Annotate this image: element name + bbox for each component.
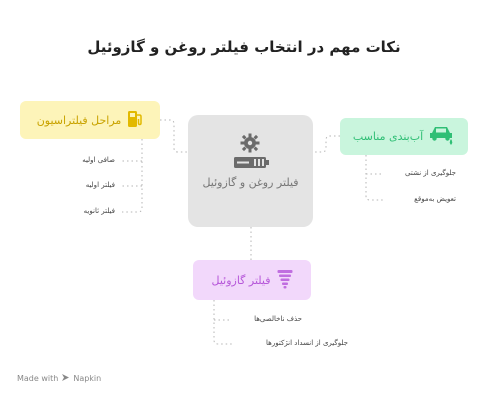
list-item: جلوگیری از نشتی (405, 169, 456, 177)
footer-credit: Made with Napkin (17, 373, 101, 384)
connector-moisture-items (365, 155, 384, 201)
funnel-filter-icon (277, 269, 293, 292)
list-item: حذف ناخالصی‌ها (254, 315, 302, 323)
list-item: جلوگیری از انسداد انژکتورها (266, 339, 348, 347)
node-filtration-label: مراحل فیلتراسیون (36, 113, 122, 127)
node-gasoil-label: فیلتر گازوئیل (211, 273, 271, 287)
footer-made-with: Made with (17, 374, 59, 383)
node-filtration: مراحل فیلتراسیون (20, 101, 160, 139)
list-item: فیلتر اولیه (85, 181, 115, 189)
footer-brand: Napkin (73, 374, 102, 383)
list-item: صافی اولیه (82, 156, 115, 164)
list-item: تعویض به‌موقع (414, 195, 456, 203)
center-topic-box: فیلتر روغن و گازوئیل (188, 115, 313, 227)
list-item: فیلتر ثانویه (83, 207, 115, 215)
diagram-title: نکات مهم در انتخاب فیلتر روغن و گازوئیل (87, 38, 401, 56)
node-gasoil: فیلتر گازوئیل (193, 260, 311, 300)
connector-filtration-items (122, 139, 143, 213)
node-moisture-label: آب‌بندی مناسب (352, 130, 424, 143)
fuel-pump-icon (127, 110, 143, 131)
connector-moisture (313, 135, 340, 153)
car-leak-icon (429, 124, 455, 149)
napkin-logo-icon (61, 373, 70, 384)
connector-gasoil-items (213, 300, 232, 345)
connector-filtration (160, 119, 188, 153)
node-moisture: آب‌بندی مناسب (340, 118, 468, 155)
gear-battery-icon (234, 133, 269, 168)
center-topic-label: فیلتر روغن و گازوئیل (202, 176, 299, 189)
